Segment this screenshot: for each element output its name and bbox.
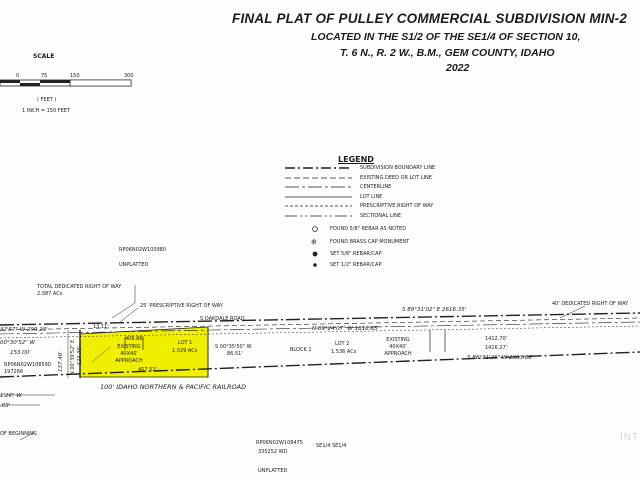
legend-item-brass-cap: FOUND BRASS CAP MONUMENT — [330, 239, 410, 245]
legend-item-set-rebar-12: SET 1/2" REBAR/CAP — [330, 262, 382, 268]
legend-item-prescriptive-row: PRESCRIPTIVE RIGHT OF WAY — [360, 203, 434, 209]
scale-bar — [0, 79, 132, 87]
north-line-bearing: S 89°31'02" E 2616.35' — [402, 307, 467, 313]
lot1-label: LOT 1 — [178, 340, 193, 346]
block-label: BLOCK 1 — [290, 347, 312, 353]
east-length-b: 1416.27' — [485, 345, 508, 351]
lot2-label: LOT 2 — [335, 341, 350, 347]
legend-line-samples — [285, 167, 352, 217]
scale-title: SCALE — [33, 53, 55, 60]
lot-divider-bearing: S 00°35'50" W — [215, 344, 252, 350]
plat-year: 2022 — [446, 62, 470, 74]
west-bearing-a: 32'57" W 299.23' — [0, 327, 48, 333]
plat-title: FINAL PLAT OF PULLEY COMMERCIAL SUBDIVIS… — [232, 11, 628, 26]
legend-item-found-rebar: FOUND 5/8" REBAR AS NOTED — [330, 226, 407, 232]
west-vertical-bearing: N 00°39'52" E — [70, 339, 76, 375]
point-of-beginning: OF BEGINNING — [0, 431, 37, 437]
watermark-text: INTE — [620, 432, 640, 443]
lot1-area: 1.029 ACs — [172, 348, 198, 354]
south-parcel-status: UNPLATTED — [258, 468, 288, 474]
deed-ref-west-2: 197266 — [4, 369, 24, 375]
scale-tick-150: 150 — [70, 73, 80, 79]
sw-bearing-b: .03' — [0, 403, 11, 409]
lot2-area: 1.536 ACs — [331, 349, 357, 355]
scale-tick-300: 300 — [124, 73, 134, 79]
legend-item-lot-line: LOT LINE — [360, 194, 383, 200]
road-name: S OAKDALE ROAD — [200, 316, 245, 322]
dedicated-row-note: 40' DEDICATED RIGHT OF WAY — [552, 301, 629, 307]
plat-township-line: T. 6 N., R. 2 W., B.M., GEM COUNTY, IDAH… — [340, 47, 555, 59]
east-length-a: 1412.70' — [485, 336, 508, 342]
railroad-label: 100' IDAHO NORTHERN & PACIFIC RAILROAD — [100, 383, 247, 391]
plat-location-line: LOCATED IN THE S1/2 OF THE SE1/4 OF SECT… — [311, 31, 581, 43]
north-parcel-status: UNPLATTED — [119, 262, 149, 268]
legend-item-section-line: SECTIONAL LINE — [360, 213, 401, 219]
west-bearing-b: 00°30'52" W — [0, 340, 35, 346]
lot2-approach: EXISTING 40X40' APPROACH — [384, 337, 412, 357]
legend-symbols: ⊕ — [311, 226, 318, 267]
legend-item-centerline: CENTERLINE — [360, 184, 392, 190]
west-bearing-c: 153.00' — [10, 350, 31, 356]
scale-unit: ( FEET ) — [37, 97, 57, 103]
west-vertical-length-2: 124.30' — [77, 346, 83, 365]
deed-ref-west: RP06N02W108590 — [4, 362, 51, 368]
legend-item-deed-line: EXISTING DEED OR LOT LINE — [360, 175, 432, 181]
south-line-bearing: S 86°31'26" W 2303.86' — [467, 355, 534, 361]
south-parcel-aliquot: SE1/4 SE1/4 — [316, 443, 347, 449]
prescriptive-row-note: 25' PRESCRIPTIVE RIGHT OF WAY — [140, 303, 223, 309]
lot1-approach: EXISTING 40X40' APPROACH — [115, 344, 143, 364]
lot1-bottom-length: 407.52' — [138, 367, 157, 373]
top-segment-length: 13.11' — [93, 324, 109, 330]
svg-text:⊕: ⊕ — [311, 238, 317, 246]
center-line-bearing: N 89°24'07" W 1818.65' — [312, 326, 379, 332]
sw-bearing-a: 1'26" W — [0, 393, 22, 399]
west-vertical-length: 137.40' — [58, 351, 64, 372]
scale-tick-0: 0 — [16, 73, 20, 79]
scale-tick-75: 75 — [41, 73, 48, 79]
scale-ratio: 1 INCH = 150 FEET — [22, 108, 70, 114]
row-total-note: TOTAL DEDICATED RIGHT OF WAY 2.387 ACs — [37, 284, 122, 297]
legend-title: LEGEND — [338, 155, 374, 164]
north-parcel-id: RP06N02W103980 — [119, 247, 166, 253]
south-parcel-deed: 335252 WD — [258, 449, 288, 455]
lot1-top-length: 408.86' — [125, 336, 144, 342]
legend-item-boundary: SUBDIVISION BOUNDARY LINE — [360, 165, 436, 171]
legend-item-set-rebar-58: SET 5/8" REBAR/CAP — [330, 251, 382, 257]
lot-divider-length: 86.51' — [227, 351, 243, 357]
south-parcel-id: RP06N02W108475 — [256, 440, 303, 446]
